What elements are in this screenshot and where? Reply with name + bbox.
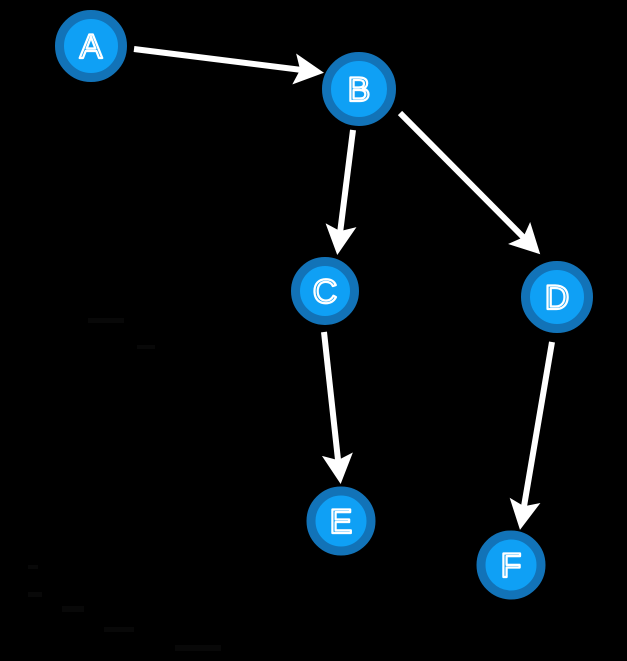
node-circle [306,486,376,556]
graph-node-c[interactable]: C [291,257,359,325]
nodes-layer: A B C D E F [55,10,593,600]
node-label: D [545,279,570,317]
node-circle [322,52,396,126]
graph-edge-b-to-d [397,110,541,255]
edges-layer [133,46,555,530]
graph-node-e[interactable]: E [306,486,376,556]
graph-edge-c-to-e [321,331,353,484]
node-label: E [330,503,353,541]
graph-edge-d-to-f [509,341,555,530]
graph-edge-a-to-b [133,46,324,85]
graph-node-a[interactable]: A [55,10,127,82]
graph-edge-b-to-c [325,129,357,255]
graph-node-f[interactable]: F [476,530,546,600]
node-label: C [313,273,338,311]
graph-node-b[interactable]: B [322,52,396,126]
node-circle [291,257,359,325]
node-circle [476,530,546,600]
node-circle [521,261,593,333]
graph-node-d[interactable]: D [521,261,593,333]
node-circle [55,10,127,82]
node-label: A [80,28,103,66]
node-label: F [501,547,522,585]
node-label: B [348,71,371,109]
